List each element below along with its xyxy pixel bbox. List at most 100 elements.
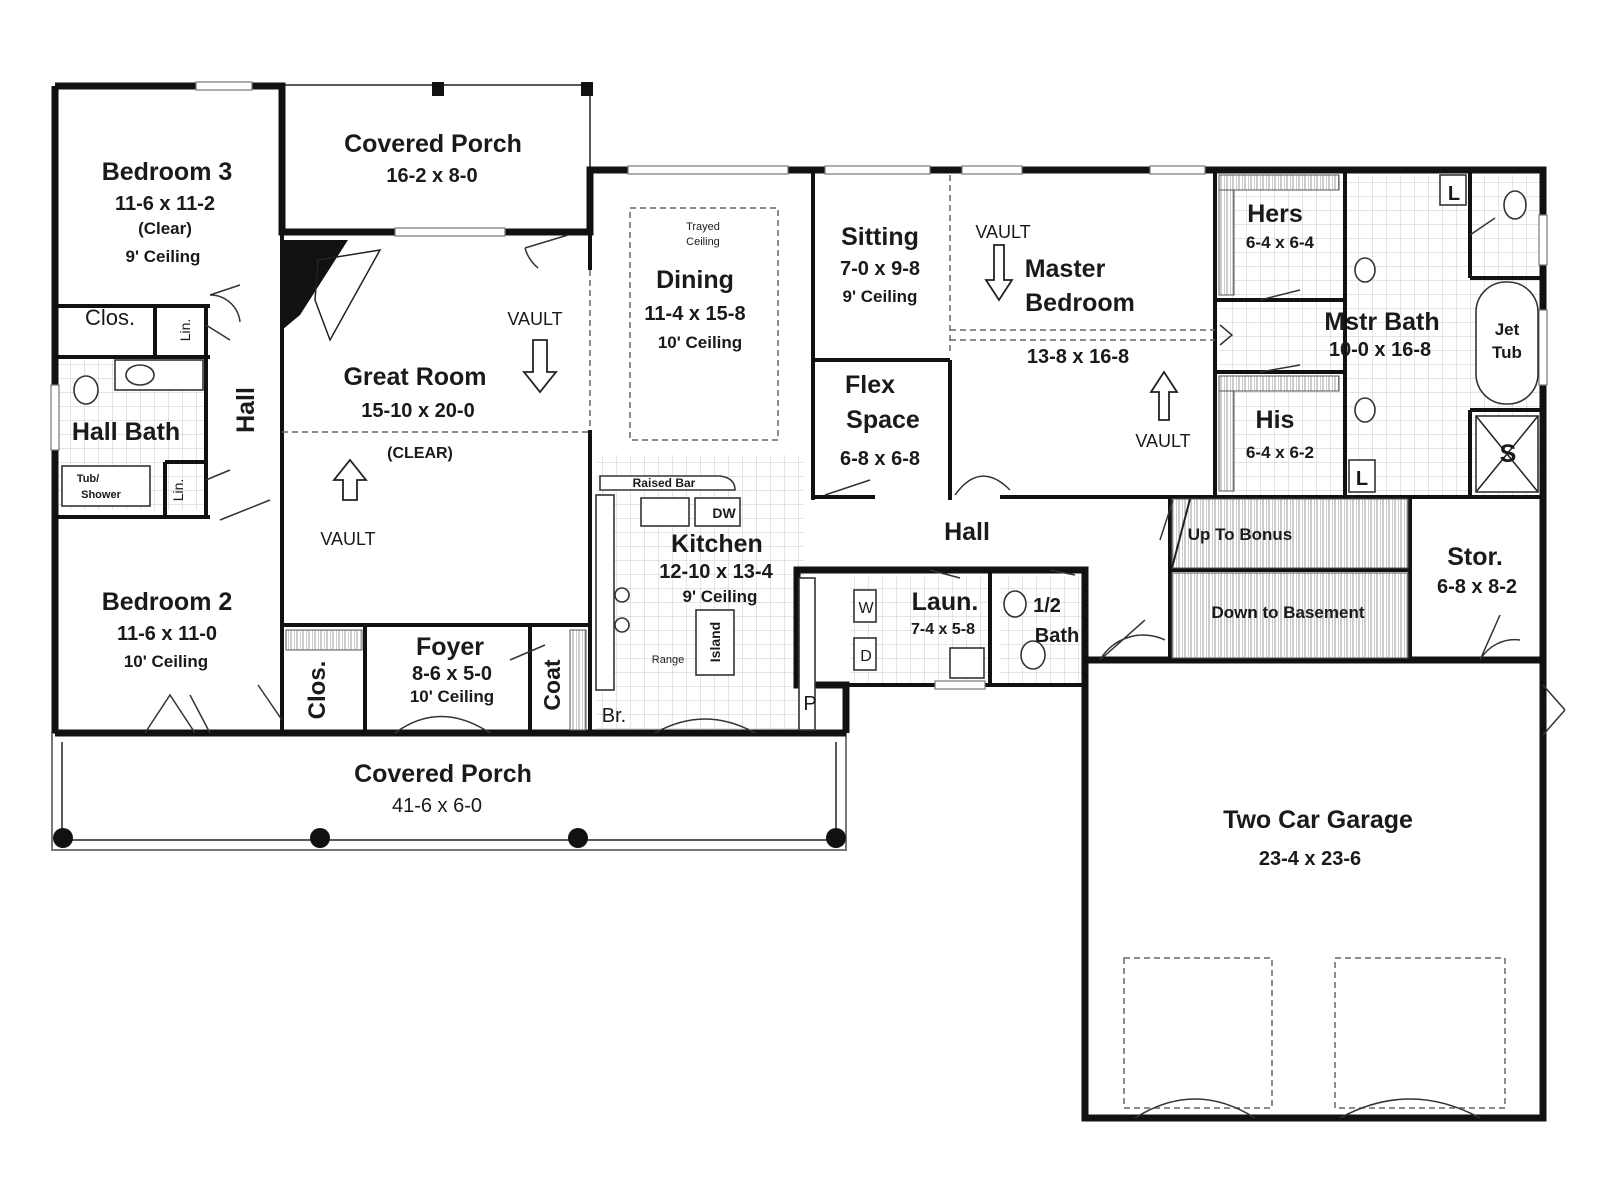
door bbox=[524, 234, 569, 269]
dryer-icon bbox=[853, 637, 877, 671]
garage-name: Two Car Garage bbox=[1223, 806, 1413, 834]
window bbox=[627, 165, 789, 175]
window bbox=[1538, 214, 1548, 266]
dw-label: DW bbox=[712, 505, 736, 521]
window bbox=[1538, 309, 1548, 386]
garage-parking-right bbox=[1334, 957, 1506, 1109]
linen-label: L bbox=[1448, 183, 1460, 205]
half-bath-name-2: Bath bbox=[1035, 625, 1079, 647]
door bbox=[205, 324, 231, 341]
counter-west bbox=[595, 494, 615, 691]
window bbox=[934, 680, 986, 690]
sink-icon bbox=[1354, 397, 1376, 423]
closet-b3-label: Clos. bbox=[85, 305, 135, 330]
closet-shelving bbox=[285, 629, 363, 651]
door bbox=[1259, 364, 1301, 373]
window bbox=[50, 384, 60, 451]
rear-porch-name: Covered Porch bbox=[344, 130, 522, 158]
trayed-label: Ceiling bbox=[686, 236, 720, 248]
door bbox=[1479, 614, 1521, 661]
toilet-icon bbox=[1020, 640, 1046, 670]
door bbox=[1469, 217, 1496, 236]
raised-bar bbox=[599, 475, 736, 491]
front-porch-outline bbox=[51, 732, 847, 851]
stairs-up-bonus bbox=[1171, 498, 1409, 569]
window bbox=[1149, 165, 1206, 175]
west-hall-label: Hall bbox=[232, 387, 260, 433]
kitchen-ceiling: 9' Ceiling bbox=[683, 587, 758, 606]
dining-ceiling: 10' Ceiling bbox=[658, 333, 742, 352]
sitting-name: Sitting bbox=[841, 223, 919, 251]
window bbox=[394, 227, 506, 237]
foyer-ceiling: 10' Ceiling bbox=[410, 687, 494, 706]
laundry-name: Laun. bbox=[912, 588, 979, 616]
sitting-ceiling: 9' Ceiling bbox=[843, 287, 918, 306]
counter-east bbox=[798, 577, 816, 731]
flex-name-2: Space bbox=[846, 406, 920, 434]
door bbox=[1219, 324, 1234, 346]
range-label: Range bbox=[652, 654, 684, 666]
door bbox=[205, 469, 231, 481]
coat-shelving bbox=[569, 629, 587, 731]
bedroom2-dims: 11-6 x 11-0 bbox=[117, 623, 217, 645]
jet-tub-icon bbox=[1475, 281, 1539, 405]
storage-name: Stor. bbox=[1447, 543, 1503, 571]
bedroom2-ceiling: 10' Ceiling bbox=[124, 652, 208, 671]
sink-icon bbox=[1354, 257, 1376, 283]
flex-name-1: Flex bbox=[845, 371, 895, 399]
kitchen-dims: 12-10 x 13-4 bbox=[659, 561, 773, 583]
vault-arrow-icon bbox=[1149, 370, 1179, 421]
dishwasher-icon bbox=[694, 497, 741, 527]
hers-shelving bbox=[1218, 174, 1340, 191]
rear-porch-post bbox=[432, 82, 444, 96]
bedroom3-dims: 11-6 x 11-2 bbox=[115, 193, 215, 215]
washer-label: W bbox=[858, 600, 874, 617]
range-burner-icon bbox=[614, 617, 630, 633]
island-label: Island bbox=[707, 622, 723, 662]
door bbox=[257, 684, 283, 721]
garage-door bbox=[1134, 1098, 1256, 1119]
linen-box-icon bbox=[1348, 459, 1376, 493]
porch-post bbox=[568, 828, 588, 848]
laundry-dims: 7-4 x 5-8 bbox=[911, 621, 975, 638]
down-basement-label: Down to Basement bbox=[1211, 603, 1364, 622]
vault-label: VAULT bbox=[320, 529, 375, 549]
great-room-dims: 15-10 x 20-0 bbox=[361, 400, 474, 422]
his-shelving-side bbox=[1218, 390, 1235, 492]
master-name-2: Bedroom bbox=[1025, 289, 1135, 317]
coat-label: Coat bbox=[539, 659, 565, 710]
fireplace bbox=[282, 240, 348, 330]
porch-post bbox=[53, 828, 73, 848]
bedroom2-name: Bedroom 2 bbox=[102, 588, 233, 616]
door bbox=[1542, 684, 1566, 736]
center-hall-name: Hall bbox=[944, 518, 990, 546]
vault-label: VAULT bbox=[507, 309, 562, 329]
mstr-bath-name: Mstr Bath bbox=[1324, 308, 1439, 336]
sink-icon bbox=[125, 364, 155, 386]
garage-parking-left bbox=[1123, 957, 1273, 1109]
closet-b2-label: Clos. bbox=[304, 661, 331, 720]
jet-tub-label: Tub bbox=[1492, 343, 1522, 362]
rear-porch-dims: 16-2 x 8-0 bbox=[386, 165, 477, 187]
tub-shower-icon bbox=[61, 465, 151, 507]
door bbox=[219, 499, 271, 521]
door bbox=[1159, 499, 1174, 541]
dryer-label: D bbox=[860, 648, 872, 665]
range-burner-icon bbox=[614, 587, 630, 603]
foyer-dims: 8-6 x 5-0 bbox=[412, 663, 492, 685]
linen-label: Lin. bbox=[170, 479, 186, 502]
laundry-sink-icon bbox=[949, 647, 985, 679]
sink-icon bbox=[640, 497, 690, 527]
sink-icon bbox=[1003, 590, 1027, 618]
door bbox=[209, 284, 241, 323]
trayed-label: Trayed bbox=[686, 221, 720, 233]
door bbox=[1259, 289, 1301, 301]
hall-bath-name: Hall Bath bbox=[72, 418, 180, 446]
vault-arrow-icon bbox=[522, 339, 558, 394]
great-room-name: Great Room bbox=[343, 363, 486, 391]
linen-label: L bbox=[1356, 468, 1368, 490]
linen-box-icon bbox=[1439, 174, 1467, 206]
garage-walls bbox=[1081, 660, 1547, 1122]
front-porch-name: Covered Porch bbox=[354, 760, 532, 788]
